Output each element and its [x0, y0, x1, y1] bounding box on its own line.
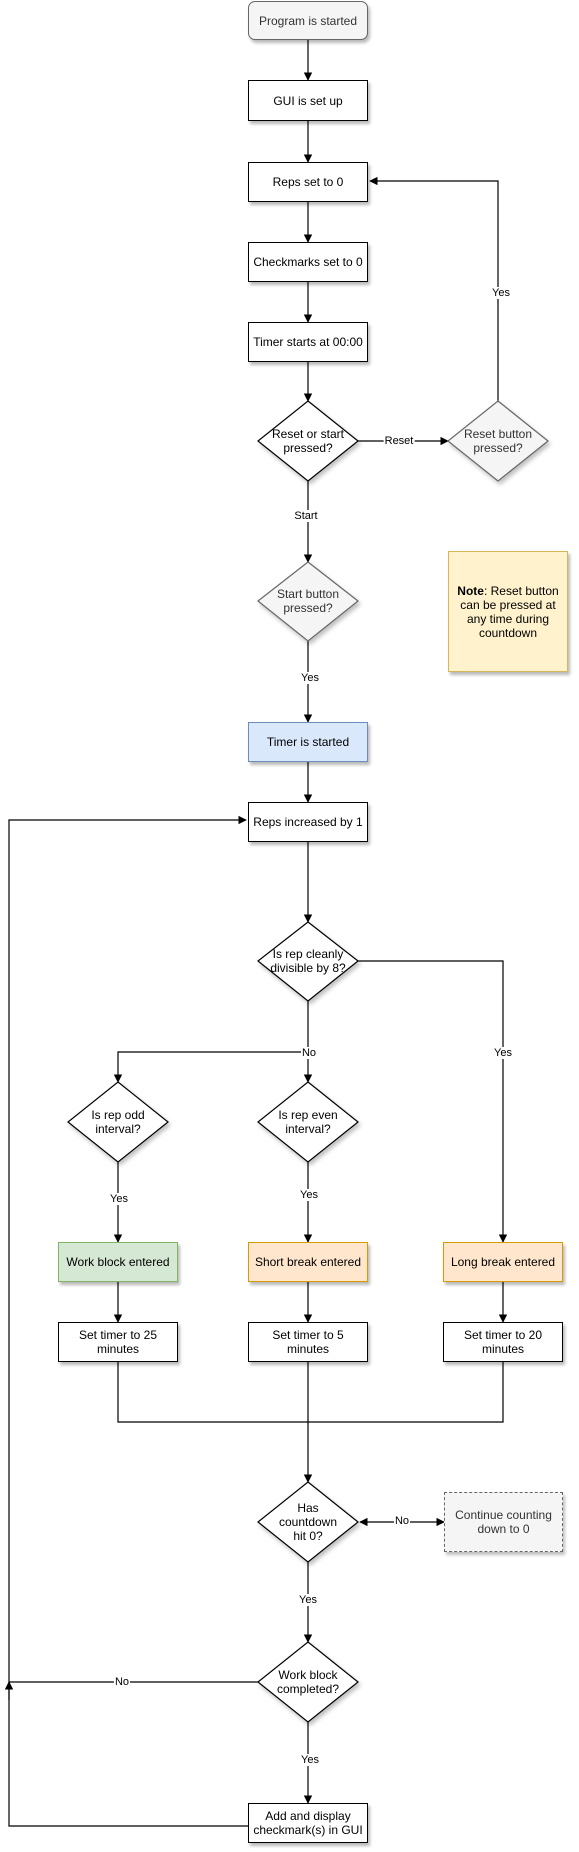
program-started-node: Program is started [248, 1, 368, 40]
note-box: Note: Reset button can be pressed at any… [448, 551, 568, 672]
timer-5-node: Set timer to 5 minutes [248, 1322, 368, 1362]
work-completed-diamond [257, 1641, 359, 1723]
continue-counting-node: Continue counting down to 0 [444, 1492, 563, 1552]
edge-div8-no-odd [113, 1051, 308, 1083]
rep-even-diamond [257, 1081, 359, 1163]
reset-button-diamond [447, 400, 549, 482]
reset-or-start-label: Reset or start pressed? [271, 427, 345, 455]
edge-label-yes-even: Yes [299, 1189, 319, 1201]
countdown-zero-diamond [257, 1481, 359, 1563]
gui-setup-node: GUI is set up [248, 80, 368, 121]
rep-odd-diamond [67, 1081, 169, 1163]
edge-reset-loop-back [369, 176, 499, 401]
reset-pressed-label: Reset button pressed? [463, 427, 533, 455]
timer-20-node: Set timer to 20 minutes [443, 1322, 563, 1362]
edge-label-yes-reset-loop: Yes [491, 287, 511, 299]
divisible-by-8-label: Is rep cleanly divisible by 8? [270, 947, 346, 975]
start-pressed-label: Start button pressed? [276, 587, 340, 615]
edge-label-start: Start [293, 510, 319, 522]
note-text: Note: Reset button can be pressed at any… [457, 584, 559, 640]
add-checkmarks-node: Add and display checkmark(s) in GUI [248, 1803, 368, 1843]
edge-label-reset: Reset [383, 435, 415, 447]
long-break-node: Long break entered [443, 1242, 563, 1282]
short-break-node: Short break entered [248, 1242, 368, 1282]
edge-25-merge [117, 1362, 308, 1423]
edge-label-yes-start: Yes [300, 672, 320, 684]
edge-label-yes-odd: Yes [109, 1193, 129, 1205]
edge-div8-yes [358, 960, 508, 1243]
divisible-by-8-diamond [257, 921, 359, 1002]
checkmarks-zero-node: Checkmarks set to 0 [248, 242, 368, 282]
edge-label-yes-div8: Yes [493, 1047, 513, 1059]
rep-odd-label: Is rep odd interval? [91, 1108, 145, 1136]
edge-label-yes-work: Yes [300, 1754, 320, 1766]
timer-25-node: Set timer to 25 minutes [58, 1322, 178, 1362]
work-completed-label: Work block completed? [276, 1668, 340, 1696]
timer-start-node: Timer starts at 00:00 [248, 322, 368, 362]
reps-zero-node: Reps set to 0 [248, 162, 368, 202]
edge-label-no-work: No [113, 1676, 131, 1688]
reps-increased-node: Reps increased by 1 [248, 802, 368, 842]
rep-even-label: Is rep even interval? [278, 1108, 338, 1136]
edge-20-merge [308, 1362, 504, 1423]
timer-started-node: Timer is started [248, 722, 368, 762]
edge-label-yes-countdown: Yes [298, 1594, 318, 1606]
note-bold: Note [457, 583, 484, 598]
start-button-diamond [257, 561, 359, 642]
edge-label-no-countdown: No [393, 1515, 411, 1527]
countdown-zero-label: Has countdown hit 0? [278, 1501, 338, 1543]
reset-or-start-diamond [257, 400, 359, 482]
edge-label-no-div8: No [300, 1047, 318, 1059]
edge-checkmarks-loop-back [8, 815, 248, 1827]
work-block-node: Work block entered [58, 1242, 178, 1282]
note-body: : Reset button can be pressed at any tim… [460, 583, 559, 640]
